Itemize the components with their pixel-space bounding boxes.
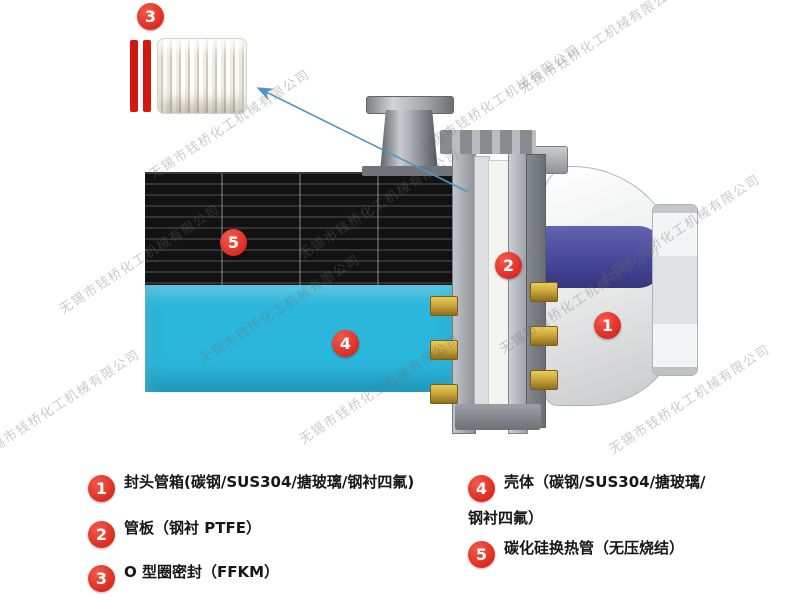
head-lining-purple	[544, 226, 664, 288]
legend-item-1: 1 封头管箱(碳钢/SUS304/搪玻璃/钢衬四氟)	[88, 466, 448, 502]
legend-label-3: O 型圈密封（FFKM）	[124, 563, 280, 581]
legend-badge-1: 1	[88, 475, 115, 502]
bottom-bolt-flange	[455, 404, 541, 430]
brass-bolt	[530, 370, 558, 390]
legend-badge-5: 5	[468, 541, 495, 568]
flange-plate	[508, 148, 528, 434]
head-outlet-flange	[652, 204, 698, 376]
tube-bundle	[145, 172, 458, 287]
legend-label-4: 壳体（碳钢/SUS304/搪玻璃/钢衬四氟）	[468, 473, 706, 527]
legend-label-2: 管板（钢衬 PTFE）	[124, 519, 261, 537]
o-ring-red-bar	[143, 40, 151, 112]
legend-badge-2: 2	[88, 521, 115, 548]
legend-item-5: 5 碳化硅换热管（无压烧结）	[468, 532, 768, 568]
brass-bolt	[430, 340, 458, 360]
sealing-screw-closeup	[130, 36, 248, 116]
legend-badge-3: 3	[88, 565, 115, 592]
callout-2: 2	[495, 252, 522, 279]
ptfe-tube-plate	[488, 160, 510, 422]
top-nozzle-collar	[362, 166, 456, 176]
legend-item-2: 2 管板（钢衬 PTFE）	[88, 512, 448, 548]
callout-5: 5	[220, 229, 247, 256]
callout-4: 4	[332, 330, 359, 357]
shell-body	[145, 285, 455, 392]
legend-item-3: 3 O 型圈密封（FFKM）	[88, 556, 448, 592]
callout-1: 1	[594, 312, 621, 339]
legend-label-5: 碳化硅换热管（无压烧结）	[504, 539, 685, 557]
watermark-text: 无锡市钱桥化工机械有限公司	[0, 347, 144, 463]
ptfe-thread-body	[157, 38, 247, 114]
brass-bolt	[530, 326, 558, 346]
top-nozzle-pipe	[380, 110, 438, 172]
brass-bolt	[430, 296, 458, 316]
watermark-text: 无锡市钱桥化工机械有限公司	[517, 0, 684, 98]
brass-bolt	[430, 384, 458, 404]
legend-label-1: 封头管箱(碳钢/SUS304/搪玻璃/钢衬四氟)	[124, 473, 415, 491]
callout-3: 3	[137, 3, 164, 30]
brass-bolt	[530, 282, 558, 302]
o-ring-red-bar	[130, 40, 138, 112]
top-bolt-row	[440, 130, 536, 154]
legend-badge-4: 4	[468, 475, 495, 502]
